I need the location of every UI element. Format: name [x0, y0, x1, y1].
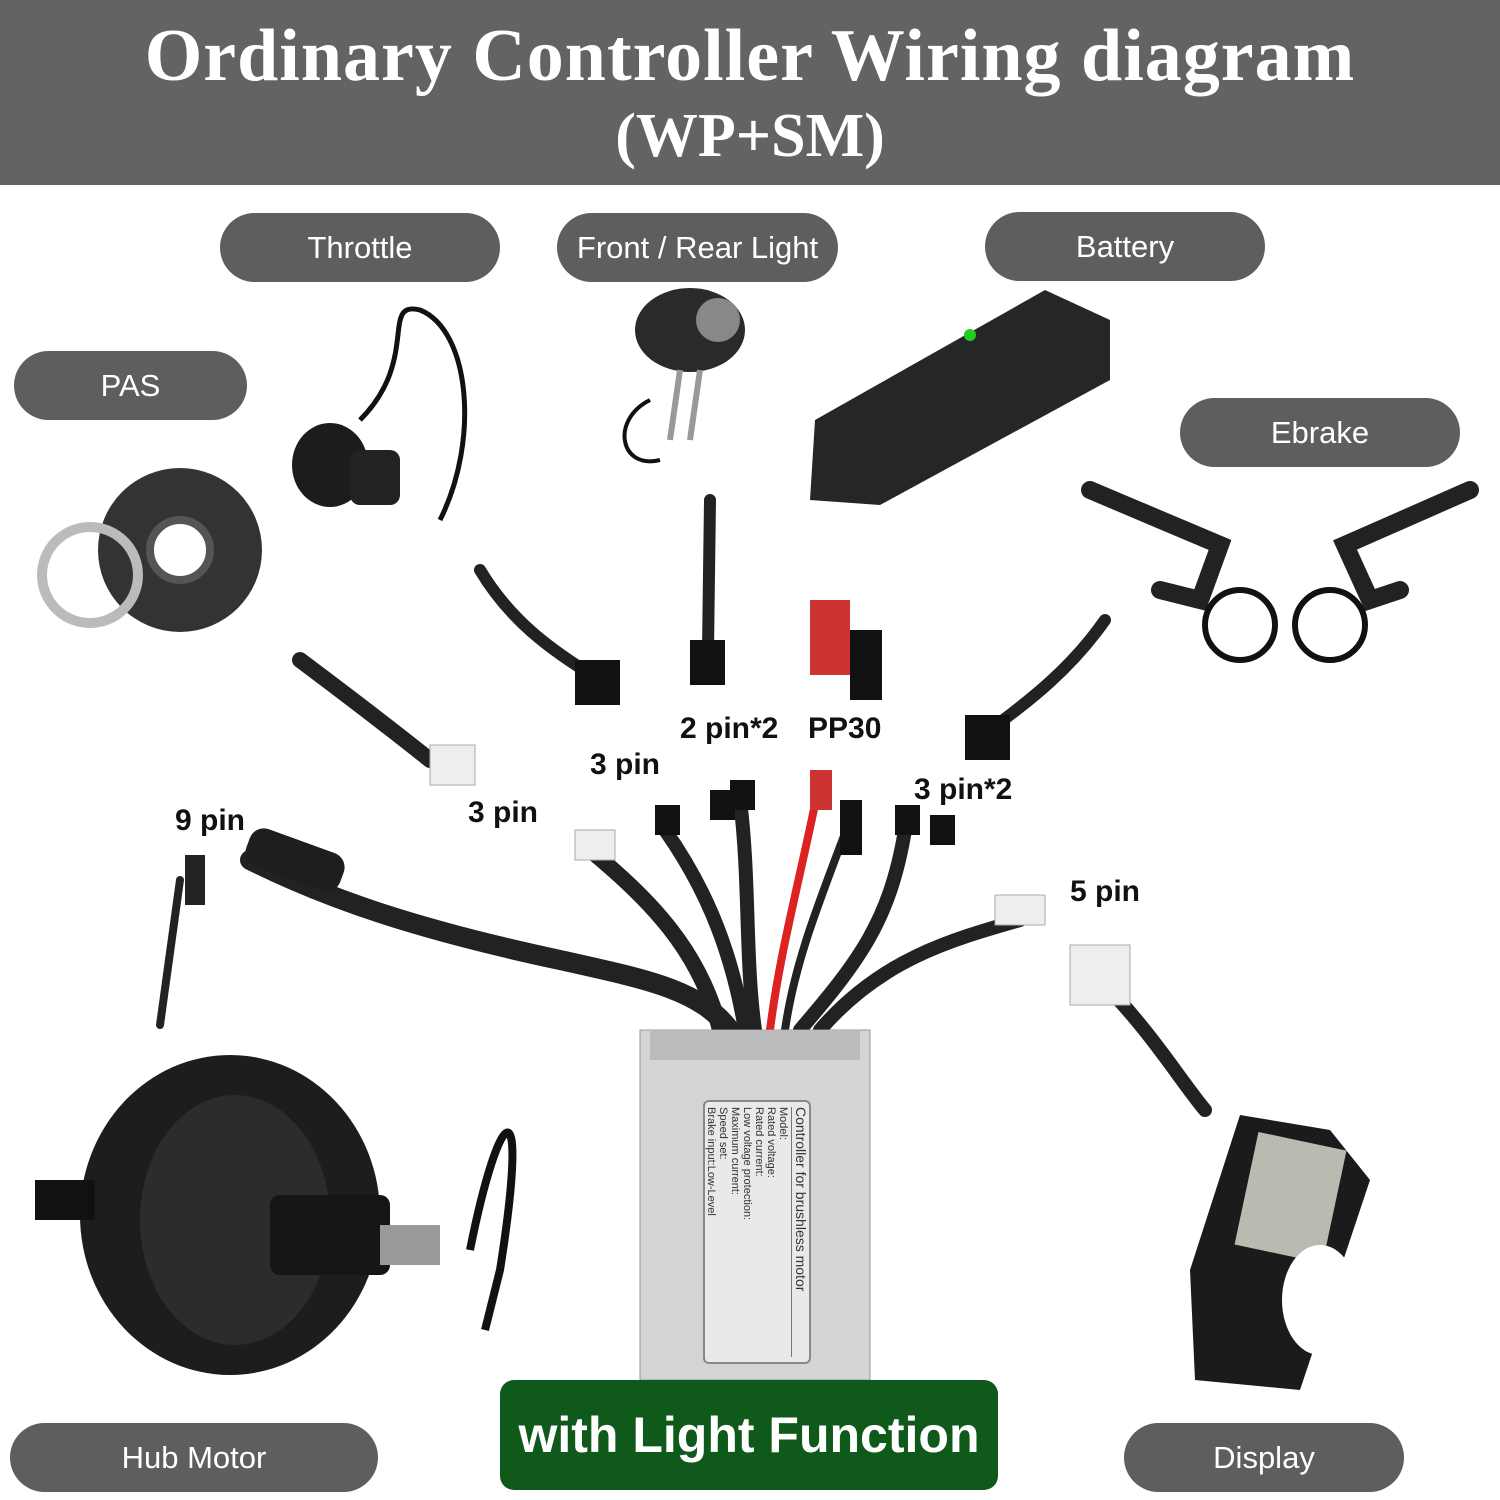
- controller-label-line: Maximum current:: [729, 1107, 741, 1196]
- controller-label-line: Rated current:: [753, 1107, 765, 1177]
- connector-label-motor: 9 pin: [175, 804, 246, 837]
- header: Ordinary Controller Wiring diagram (WP+S…: [0, 0, 1500, 185]
- hub-motor-part: [35, 1055, 517, 1375]
- controller-label-line: Brake input:Low-Level: [705, 1107, 717, 1216]
- battery-part: [810, 290, 1110, 505]
- label-pas: PAS: [14, 351, 247, 420]
- page-title: Ordinary Controller Wiring diagram: [144, 15, 1356, 97]
- connector-label-light: 2 pin*2: [680, 712, 779, 745]
- connector-label-ebrake: 3 pin*2: [914, 773, 1013, 806]
- label-hub-motor: Hub Motor: [10, 1423, 378, 1492]
- controller-label-line: Low voltage protection:: [741, 1107, 753, 1221]
- connector-plugs: [185, 600, 1131, 1006]
- throttle-part: [292, 306, 468, 522]
- connector-label-throttle: 3 pin: [590, 748, 661, 781]
- ebrake-part: [1081, 481, 1479, 663]
- pas-sensor: [37, 468, 262, 632]
- label-ebrake: Ebrake: [1180, 398, 1460, 467]
- label-battery: Battery: [985, 212, 1265, 281]
- label-display: Display: [1124, 1423, 1404, 1492]
- controller-label-line: Speed set:: [717, 1107, 729, 1160]
- label-light: Front / Rear Light: [557, 213, 838, 282]
- page-subtitle: (WP+SM): [615, 102, 885, 170]
- display-part: [1190, 1115, 1370, 1390]
- wires: [156, 494, 1212, 1117]
- label-throttle: Throttle: [220, 213, 500, 282]
- connector-label-pas: 3 pin: [468, 796, 539, 829]
- controller-label-line: Model:: [777, 1107, 789, 1141]
- connector-label-battery: PP30: [808, 712, 882, 745]
- controller-label-title: Controller for brushless motor: [791, 1107, 809, 1357]
- connector-label-display: 5 pin: [1070, 875, 1141, 908]
- light-part: [622, 288, 745, 464]
- controller-label-line: Rated voltage:: [765, 1107, 777, 1178]
- light-function-banner: with Light Function: [500, 1380, 998, 1490]
- controller-label: Controller for brushless motor Model: Ra…: [703, 1100, 811, 1364]
